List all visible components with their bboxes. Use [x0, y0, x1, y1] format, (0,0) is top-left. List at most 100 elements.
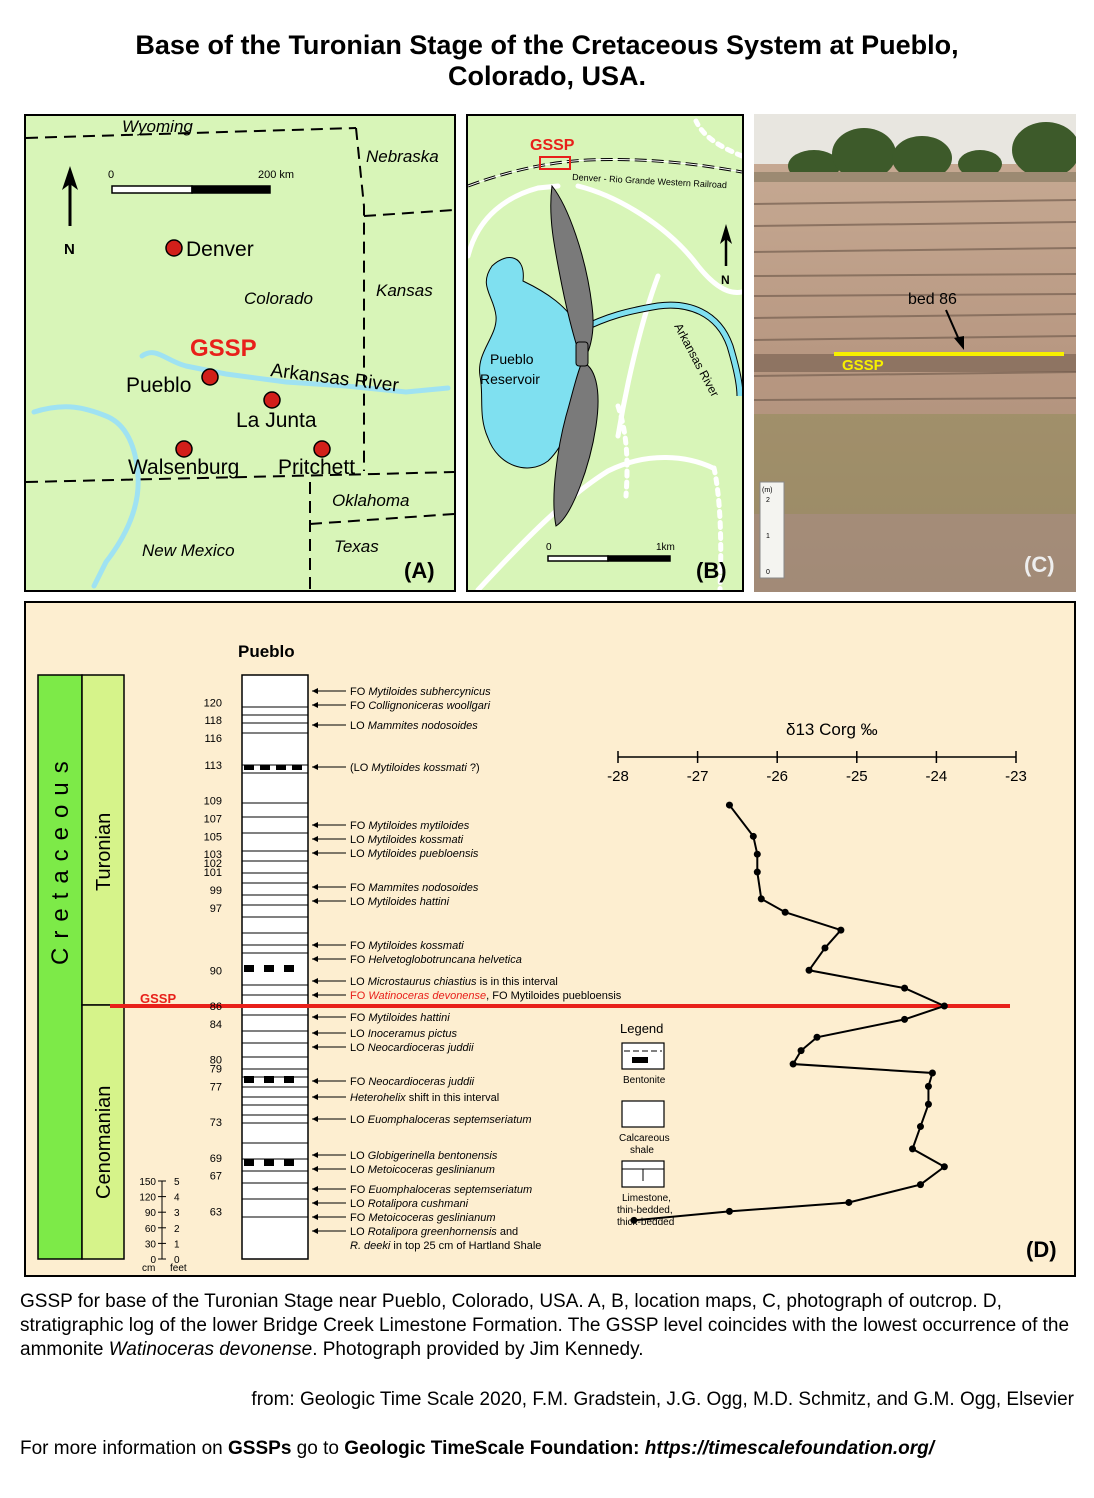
caption-text-1: GSSP for base of the Turonian Stage near…: [20, 1291, 1070, 1360]
isotope-point: [845, 1198, 853, 1206]
scale-cm-tick: 90: [145, 1208, 157, 1219]
event-arrowhead: [312, 1166, 318, 1172]
bed-number: 101: [204, 867, 222, 879]
title-line-2: Colorado, USA.: [447, 61, 646, 91]
figure-caption: GSSP for base of the Turonian Stage near…: [20, 1290, 1080, 1362]
photo-scale-2: 2: [766, 497, 770, 504]
state-colorado: Colorado: [244, 289, 313, 308]
railroad-center: [467, 159, 743, 187]
event-label: LO Mammites nodosoides: [350, 720, 478, 732]
isotope-point: [924, 1100, 932, 1108]
city-dot-pueblo: [201, 368, 219, 386]
panel-b-map: GSSP Denver - Rio Grande Western Railroa…: [465, 114, 745, 593]
bed-number: 63: [210, 1206, 222, 1218]
scale-zero-b: 0: [546, 542, 552, 553]
north-arrow-b: N: [720, 224, 732, 287]
x-tick-label: -23: [1005, 768, 1027, 785]
footer-bold-1: GSSPs: [228, 1438, 292, 1459]
event-arrowhead: [312, 884, 318, 890]
state-labels: Wyoming Nebraska Kansas Colorado Oklahom…: [122, 117, 439, 560]
panel-a-map: N 0 200 km Wyoming Nebraska Kansas Color…: [24, 114, 456, 592]
nebraska-kansas-boundary: [363, 209, 455, 217]
bentonite-beds: [244, 765, 302, 1166]
dam-spillway: [575, 341, 589, 367]
event-arrowhead: [312, 956, 318, 962]
event-label: FO Mytiloides hattini: [350, 1012, 450, 1024]
scale-zero-a: 0: [108, 169, 114, 181]
isotope-point: [940, 1002, 948, 1010]
bed-number: 116: [204, 733, 222, 745]
event-arrowhead: [312, 1044, 318, 1050]
photo-scale-1: 1: [766, 533, 770, 540]
event-arrowhead: [312, 978, 318, 984]
source-citation: from: Geologic Time Scale 2020, F.M. Gra…: [251, 1389, 1074, 1410]
isotope-point: [725, 801, 733, 809]
isotope-point: [813, 1033, 821, 1041]
scale-feet-tick: 0: [174, 1255, 180, 1266]
chart-title: δ13 Corg ‰: [786, 720, 878, 739]
scale-cm-tick: 120: [139, 1193, 156, 1204]
reservoir-label-2: Reservoir: [480, 371, 540, 387]
caption-italic: Watinoceras devonense: [108, 1339, 313, 1360]
event-label: LO Neocardioceras juddii: [350, 1042, 474, 1054]
event-arrowhead: [312, 850, 318, 856]
state-texas: Texas: [334, 537, 379, 556]
event-arrowhead: [312, 1116, 318, 1122]
legend-shale-1: Calcareous: [619, 1133, 670, 1144]
footer-text-1: For more information on: [20, 1438, 229, 1459]
photo-scale-unit: (m): [762, 487, 773, 494]
event-arrowhead: [312, 722, 318, 728]
event-arrowhead: [312, 1152, 318, 1158]
bed-number: 77: [210, 1081, 222, 1093]
event-label: LO Rotalipora cushmani: [350, 1198, 469, 1210]
pueblo-reservoir: [479, 257, 585, 469]
bed-number: 107: [204, 813, 222, 825]
city-la-junta: La Junta: [236, 409, 317, 432]
legend-limestone-1: Limestone,: [622, 1193, 671, 1204]
event-arrowhead: [312, 702, 318, 708]
isotope-point: [901, 984, 909, 992]
city-denver: Denver: [186, 238, 254, 261]
vegetation-slope: [754, 414, 1076, 514]
cenomanian-column: [81, 1004, 125, 1260]
scale-bar-b: 0 1km: [546, 542, 675, 562]
event-label: FO Watinoceras devonense, FO Mytiloides …: [350, 990, 622, 1002]
turonian-label: Turonian: [93, 813, 115, 891]
cliff-top: [754, 172, 1076, 182]
event-label: FO Mytiloides subhercynicus: [350, 686, 491, 698]
isotope-point: [901, 1015, 909, 1023]
city-dot-walsenburg: [175, 440, 193, 458]
footer-bold-2: Geologic TimeScale Foundation:: [344, 1438, 640, 1459]
road-south: [475, 455, 716, 593]
road-dotted-se: [711, 465, 724, 593]
event-arrowhead: [312, 898, 318, 904]
footer: For more information on GSSPs go to Geol…: [20, 1438, 934, 1460]
city-dot-pritchett: [313, 440, 331, 458]
event-arrowhead: [312, 764, 318, 770]
road-dotted-ne: [693, 118, 745, 159]
bed-number: 73: [210, 1117, 222, 1129]
bed-number: 105: [204, 831, 222, 843]
isotope-point: [916, 1181, 924, 1189]
event-label: LO Mytiloides puebloensis: [350, 848, 479, 860]
state-oklahoma: Oklahoma: [332, 491, 409, 510]
scale-feet-tick: 1: [174, 1239, 180, 1250]
footer-link[interactable]: https://timescalefoundation.org/: [644, 1438, 934, 1459]
event-label: FO Helvetoglobotruncana helvetica: [350, 954, 522, 966]
scale-cm-tick: 150: [139, 1177, 156, 1188]
isotope-point: [821, 944, 829, 952]
event-arrowhead: [312, 822, 318, 828]
legend-bentonite: Bentonite: [623, 1075, 666, 1086]
scale-bar-a: 0 200 km: [108, 169, 294, 194]
gssp-box-b: [539, 156, 571, 170]
x-tick-label: -27: [687, 768, 709, 785]
isotope-point: [789, 1060, 797, 1068]
event-arrowhead: [312, 992, 318, 998]
event-label: LO Globigerinella bentonensis: [350, 1150, 498, 1162]
scale-feet-label: feet: [170, 1263, 187, 1274]
event-label: LO Mytiloides kossmati: [350, 834, 464, 846]
panel-a-svg: N 0 200 km Wyoming Nebraska Kansas Color…: [25, 116, 455, 590]
dam-south: [553, 361, 599, 527]
event-label: FO Euomphaloceras septemseriatum: [350, 1184, 532, 1196]
